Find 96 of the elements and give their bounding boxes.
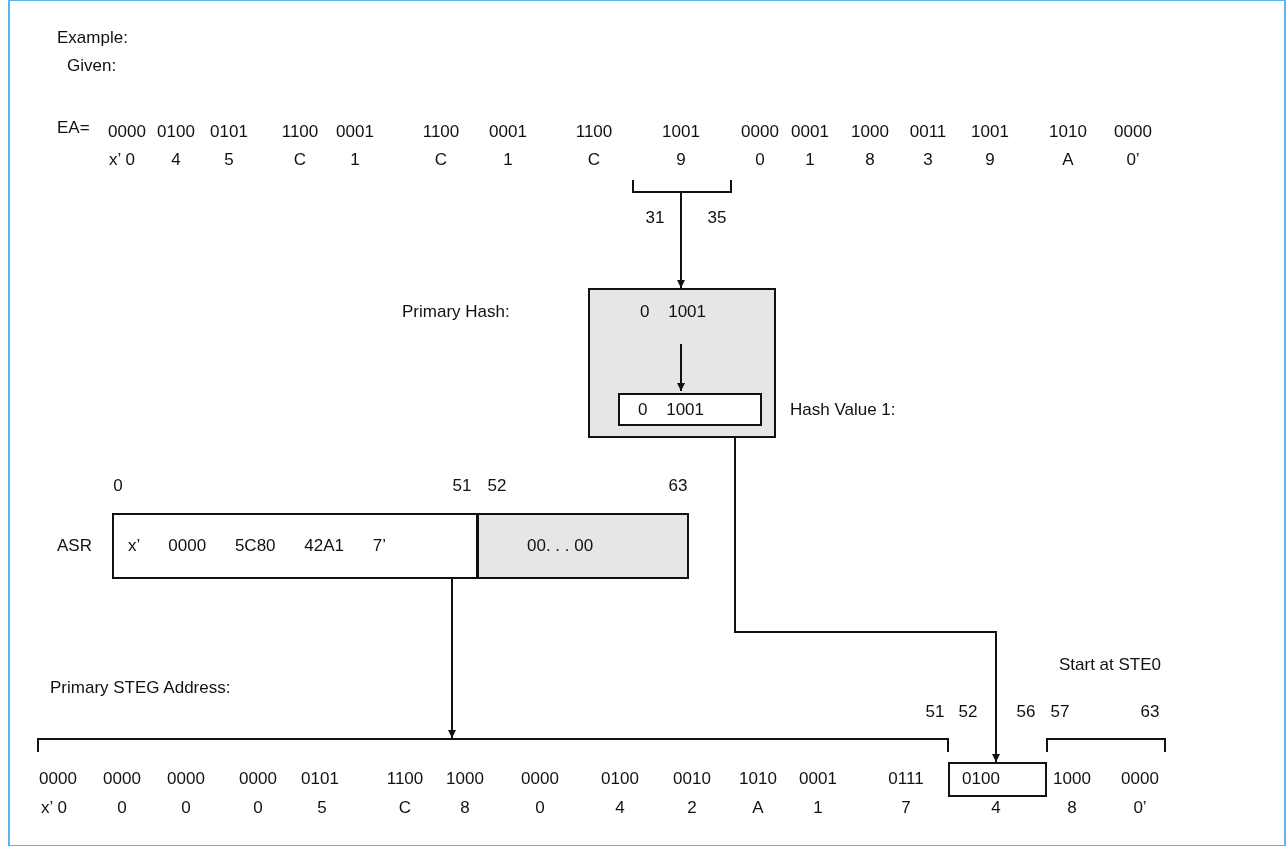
register-value: 0 1001 — [640, 302, 706, 322]
hex-digit: A — [752, 798, 764, 818]
hex-digit: 8 — [1067, 798, 1077, 818]
hex-digit: x’ 0 — [41, 798, 67, 818]
box-heading: Primary Hash: — [402, 302, 510, 322]
note: Start at STE0 — [1059, 655, 1161, 675]
heading: Example: — [57, 28, 128, 48]
register-name: ASR — [57, 536, 92, 556]
bit-group: 0001 — [336, 122, 374, 142]
arrow — [448, 577, 456, 739]
bit-group: 0001 — [489, 122, 527, 142]
bit-field-box — [948, 762, 1047, 797]
hex-digit: 1 — [350, 150, 360, 170]
hex-digit: 1 — [813, 798, 823, 818]
hex-digit: 1 — [503, 150, 513, 170]
bit-group: 0100 — [601, 769, 639, 789]
hex-digit: 0 — [117, 798, 127, 818]
hex-digit: 2 — [687, 798, 697, 818]
bit-number: 31 — [645, 208, 665, 228]
hex-digit: 7 — [901, 798, 911, 818]
bit-group: 1001 — [971, 122, 1009, 142]
bit-range-bracket — [632, 180, 732, 193]
bit-group: 0011 — [909, 122, 947, 142]
register-value: 00. . . 00 — [527, 536, 594, 556]
bit-group: 0100 — [157, 122, 195, 142]
bit-number: 63 — [668, 476, 688, 496]
bit-number: 51 — [452, 476, 472, 496]
bit-group: 1100 — [575, 122, 613, 142]
bit-group: 1001 — [662, 122, 700, 142]
bit-number: 52 — [487, 476, 507, 496]
bit-group: 0010 — [673, 769, 711, 789]
hex-digit: C — [398, 798, 412, 818]
bit-group: 0000 — [1121, 769, 1159, 789]
hex-digit: 4 — [171, 150, 181, 170]
arrow — [734, 436, 1000, 763]
hex-digit: 5 — [317, 798, 327, 818]
register-value: x’ 0000 5C80 42A1 7’ — [128, 536, 386, 556]
bit-group: 0101 — [301, 769, 339, 789]
hex-digit: 9 — [985, 150, 995, 170]
bit-group: 1100 — [386, 769, 424, 789]
bit-group: 0100 — [962, 769, 1000, 789]
field-name: EA= — [57, 118, 90, 138]
bit-group: 1010 — [1049, 122, 1087, 142]
bit-group: 0000 — [741, 122, 779, 142]
bit-group: 0000 — [108, 122, 146, 142]
bit-group: 1100 — [281, 122, 319, 142]
bit-group: 0000 — [521, 769, 559, 789]
shaded-register-box — [477, 513, 689, 579]
bit-group: 1000 — [446, 769, 484, 789]
hex-digit: 1 — [805, 150, 815, 170]
hex-digit: 0 — [755, 150, 765, 170]
bit-number: 56 — [1016, 702, 1036, 722]
arrow — [677, 191, 685, 289]
bit-number: 0 — [113, 476, 123, 496]
bit-number: 52 — [958, 702, 978, 722]
box-caption: Hash Value 1: — [790, 400, 896, 420]
hex-digit: 8 — [460, 798, 470, 818]
bit-number: 63 — [1140, 702, 1160, 722]
bit-group: 0000 — [239, 769, 277, 789]
bit-number: 57 — [1050, 702, 1070, 722]
hex-digit: A — [1062, 150, 1074, 170]
register-box — [112, 513, 478, 579]
hex-digit: C — [587, 150, 601, 170]
bit-group: 1000 — [851, 122, 889, 142]
register-value: 0 1001 — [638, 400, 704, 420]
hex-digit: 4 — [615, 798, 625, 818]
bit-group: 0000 — [1114, 122, 1152, 142]
bit-group: 0101 — [210, 122, 248, 142]
bit-group: 0000 — [103, 769, 141, 789]
bit-group: 0000 — [167, 769, 205, 789]
bit-group: 0111 — [888, 769, 924, 789]
bit-number: 51 — [925, 702, 945, 722]
hex-digit: C — [293, 150, 307, 170]
hex-digit: 8 — [865, 150, 875, 170]
field-name: Primary STEG Address: — [50, 678, 231, 698]
hex-digit: 4 — [991, 798, 1001, 818]
bit-group: 1000 — [1053, 769, 1091, 789]
bit-group: 1100 — [422, 122, 460, 142]
hex-digit: x’ 0 — [109, 150, 135, 170]
hex-digit: 9 — [676, 150, 686, 170]
hex-digit: 0’ — [1133, 798, 1147, 818]
hex-digit: 3 — [923, 150, 933, 170]
bit-group: 1010 — [739, 769, 777, 789]
hex-digit: 0’ — [1126, 150, 1140, 170]
hex-digit: 0 — [253, 798, 263, 818]
hex-digit: 0 — [181, 798, 191, 818]
heading: Given: — [67, 56, 117, 76]
bit-group: 0000 — [39, 769, 77, 789]
hex-digit: C — [434, 150, 448, 170]
arrow — [677, 343, 685, 392]
hex-digit: 0 — [535, 798, 545, 818]
bit-range-bracket — [37, 738, 949, 752]
bit-group: 0001 — [799, 769, 837, 789]
bit-group: 0001 — [791, 122, 829, 142]
bit-number: 35 — [707, 208, 727, 228]
hex-digit: 5 — [224, 150, 234, 170]
